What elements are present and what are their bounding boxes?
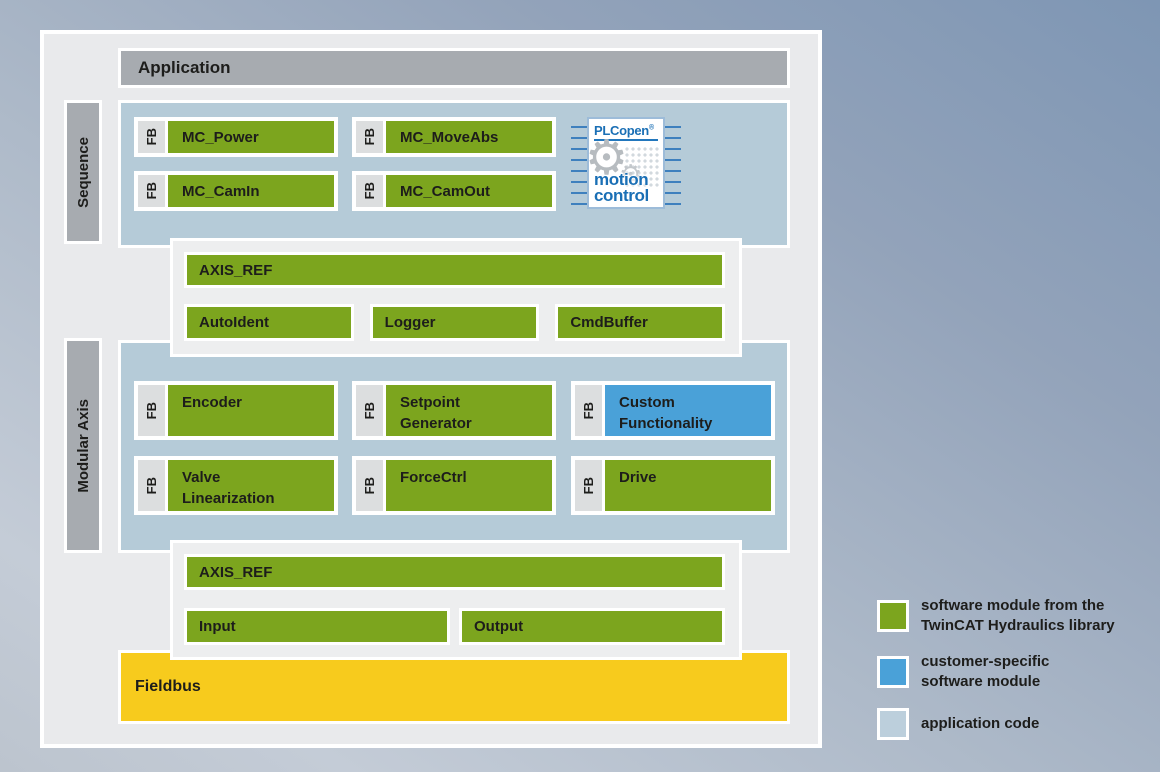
plcopen-brand: PLCopen® <box>594 123 654 138</box>
sequence-label-text: Sequence <box>74 136 92 208</box>
module-drive: Drive <box>605 460 771 511</box>
axis-ref-bar-top: AXIS_REF <box>184 252 725 288</box>
module-cmdbuffer: CmdBuffer <box>555 304 726 341</box>
legend-swatch-lightblue <box>877 708 909 740</box>
legend: software module from the TwinCAT Hydraul… <box>877 596 1115 756</box>
plcopen-motion-control-text: motion control <box>594 170 649 205</box>
application-label: Application <box>138 58 231 77</box>
gear-icon: ⚙ <box>619 159 643 189</box>
axis-ref-panel-top: AXIS_REF AutoIdent Logger CmdBuffer <box>170 238 742 357</box>
gear-icon: ⚙ <box>587 132 629 185</box>
legend-item-library-module: software module from the TwinCAT Hydraul… <box>877 596 1115 636</box>
module-logger: Logger <box>369 304 540 341</box>
module-encoder: Encoder <box>168 385 334 436</box>
module-output: Output <box>459 608 725 645</box>
axis-ref-top-modules-row: AutoIdent Logger CmdBuffer <box>184 304 726 341</box>
axis-ref-panel-bottom: AXIS_REF Input Output <box>170 540 742 660</box>
fb-block-drive: FB Drive <box>571 456 775 515</box>
legend-swatch-green <box>877 600 909 632</box>
legend-item-customer-module: customer-specific software module <box>877 652 1115 692</box>
fb-tag: FB <box>575 460 602 511</box>
plcopen-logo-box: PLCopen® ⚙ ⚙ motion control <box>587 117 665 209</box>
fb-tag: FB <box>356 175 383 207</box>
fb-tag: FB <box>138 121 165 153</box>
modular-axis-panel <box>118 340 790 553</box>
plcopen-pins-left <box>571 126 588 212</box>
modular-axis-label-text: Modular Axis <box>74 398 92 493</box>
module-forcectrl: ForceCtrl <box>386 460 552 511</box>
fb-tag: FB <box>356 460 383 511</box>
fieldbus-label: Fieldbus <box>135 678 201 695</box>
legend-item-application-code: application code <box>877 708 1115 740</box>
fb-block-mc-moveabs: FB MC_MoveAbs <box>352 117 556 157</box>
fb-tag: FB <box>138 385 165 436</box>
fieldbus-bar: Fieldbus <box>118 650 790 724</box>
module-mc-camin: MC_CamIn <box>168 175 334 207</box>
plcopen-dot-grid <box>624 146 660 188</box>
fb-tag: FB <box>356 121 383 153</box>
fb-tag: FB <box>356 385 383 436</box>
fb-block-mc-power: FB MC_Power <box>134 117 338 157</box>
fb-tag: FB <box>138 460 165 511</box>
fb-tag: FB <box>575 385 602 436</box>
axis-ref-label: AXIS_REF <box>199 563 273 581</box>
axis-ref-bar-bottom: AXIS_REF <box>184 554 725 590</box>
fb-block-mc-camout: FB MC_CamOut <box>352 171 556 211</box>
fb-block-forcectrl: FB ForceCtrl <box>352 456 556 515</box>
fb-tag: FB <box>138 175 165 207</box>
legend-swatch-blue <box>877 656 909 688</box>
fb-block-mc-camin: FB MC_CamIn <box>134 171 338 211</box>
application-bar: Application <box>118 48 790 88</box>
plcopen-pins-right <box>664 126 681 212</box>
fb-block-encoder: FB Encoder <box>134 381 338 440</box>
section-label-sequence: Sequence <box>64 100 102 244</box>
axis-ref-label: AXIS_REF <box>199 261 273 279</box>
plcopen-logo: PLCopen® ⚙ ⚙ motion control <box>571 117 681 212</box>
axis-ref-bottom-modules-row: Input Output <box>184 608 725 645</box>
module-mc-power: MC_Power <box>168 121 334 153</box>
plcopen-rule <box>594 139 658 141</box>
module-mc-moveabs: MC_MoveAbs <box>386 121 552 153</box>
module-input: Input <box>184 608 450 645</box>
module-mc-camout: MC_CamOut <box>386 175 552 207</box>
module-autoident: AutoIdent <box>184 304 354 341</box>
section-label-modular-axis: Modular Axis <box>64 338 102 553</box>
